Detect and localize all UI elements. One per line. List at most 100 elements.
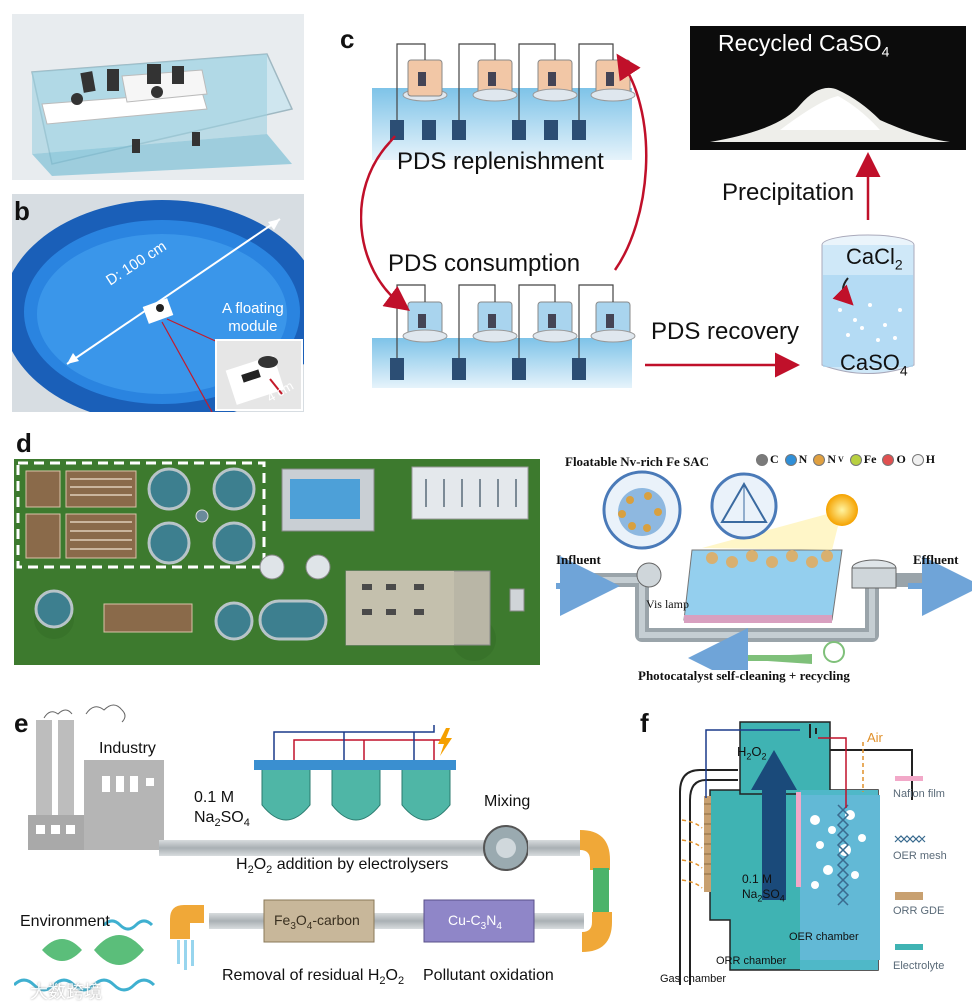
panel-c-diagram bbox=[360, 26, 966, 388]
cu-c3n4-label: Cu-C3N4 bbox=[448, 912, 502, 932]
mixing-label: Mixing bbox=[484, 793, 531, 810]
vis-lamp-label: Vis lamp bbox=[646, 597, 689, 611]
h2o2-f-s1: 2 bbox=[746, 751, 752, 762]
element-symbol: H bbox=[925, 452, 936, 466]
element-legend-item: H bbox=[911, 452, 936, 467]
na2so4-so: SO bbox=[220, 809, 244, 826]
h2o2-add-post: addition by electrolysers bbox=[272, 856, 449, 873]
na2so4-f-s2: 4 bbox=[779, 893, 785, 904]
removal-sub1: 2 bbox=[379, 975, 386, 988]
self-cleaning-label: Photocatalyst self-cleaning + recycling bbox=[638, 668, 850, 683]
na2so4-f-s1: 2 bbox=[757, 893, 763, 904]
element-symbol-sub: V bbox=[838, 455, 844, 464]
legend-nafion: Nafion film bbox=[893, 788, 945, 800]
na2so4-sub2: 4 bbox=[243, 817, 250, 830]
environment-label: Environment bbox=[20, 913, 110, 930]
element-dot-icon bbox=[784, 453, 797, 466]
sac-title: Floatable Nv-rich Fe SAC bbox=[565, 454, 710, 469]
removal-sub2: 2 bbox=[397, 975, 405, 988]
floating-module-label-line2: module bbox=[228, 318, 278, 335]
panel-a-photo bbox=[12, 14, 304, 180]
fe-mid: O bbox=[295, 912, 307, 928]
na2so4-f-so: SO bbox=[762, 887, 780, 901]
cu-mid: N bbox=[486, 912, 497, 928]
h2o2-add-s2: 2 bbox=[266, 864, 273, 877]
effluent-label: Effluent bbox=[913, 552, 959, 567]
cell-1 bbox=[390, 59, 448, 140]
pds-replenishment-label: PDS replenishment bbox=[397, 148, 604, 175]
h2o2-label-f: H2O2 bbox=[737, 744, 767, 762]
cacl2-main: CaCl bbox=[846, 244, 895, 269]
cu-pre: Cu-C bbox=[448, 912, 481, 928]
fe-post: -carbon bbox=[312, 912, 360, 928]
panel-e-diagram bbox=[14, 704, 612, 992]
air-label: Air bbox=[867, 730, 883, 745]
h2o2-addition-label: H2O2 addition by electrolysers bbox=[236, 856, 448, 876]
panel-label-e: e bbox=[14, 708, 29, 738]
element-dot-icon bbox=[882, 453, 895, 466]
industry-label: Industry bbox=[99, 740, 156, 757]
h2o2-add-o: O bbox=[253, 856, 267, 873]
recycled-caso4-label: Recycled CaSO4 bbox=[718, 30, 889, 60]
removal-mid: O bbox=[385, 967, 398, 984]
removal-pre: Removal of residual H bbox=[222, 967, 380, 984]
orr-chamber-label: ORR chamber bbox=[716, 955, 787, 967]
h2o2-f-h: H bbox=[737, 744, 747, 759]
h2o2-add-h: H bbox=[236, 856, 248, 873]
na2so4-formula-f: Na2SO4 bbox=[742, 887, 785, 906]
caso4-beaker-main: CaSO bbox=[840, 350, 900, 375]
h2o2-f-s2: 2 bbox=[761, 751, 767, 762]
recycled-caso4-sub: 4 bbox=[881, 43, 890, 60]
panel-label-d: d bbox=[16, 428, 32, 458]
oer-chamber-label: OER chamber bbox=[789, 931, 859, 943]
element-legend-item: C bbox=[756, 452, 779, 467]
element-legend-item: Fe bbox=[849, 452, 877, 467]
panel-f-diagram bbox=[679, 721, 926, 985]
watermark: 大数跨境 bbox=[30, 982, 102, 1002]
element-dot-icon bbox=[756, 453, 768, 466]
caso4-beaker-sub: 4 bbox=[899, 362, 908, 379]
element-dot-icon bbox=[911, 453, 924, 466]
pds-consumption-label: PDS consumption bbox=[388, 250, 581, 277]
legend-oer-mesh: OER mesh bbox=[893, 850, 947, 862]
element-symbol: C bbox=[770, 452, 779, 466]
na2so4-formula-e: Na2SO4 bbox=[194, 808, 250, 833]
floating-module-label-line1: A floating bbox=[222, 300, 284, 317]
element-dot-icon bbox=[849, 453, 862, 466]
h2o2-add-s1: 2 bbox=[247, 864, 254, 877]
caso4-beaker-label: CaSO4 bbox=[840, 350, 908, 378]
panel-b-photo bbox=[12, 194, 304, 412]
panel-d-reactor bbox=[556, 470, 972, 670]
fe-sub2: 4 bbox=[306, 920, 313, 932]
floating-module-label: A floating module bbox=[222, 300, 284, 336]
gas-chamber-label: Gas chamber bbox=[660, 973, 727, 985]
legend-orr-gde: ORR GDE bbox=[893, 905, 945, 917]
element-symbol: Fe bbox=[863, 452, 877, 466]
na2so4-conc-e: 0.1 M bbox=[194, 789, 235, 806]
cacl2-sub: 2 bbox=[894, 256, 903, 273]
cu-sub2: 4 bbox=[496, 920, 502, 932]
na2so4-f-na: Na bbox=[742, 887, 758, 901]
element-symbol: N bbox=[827, 452, 837, 466]
element-legend-item: O bbox=[882, 452, 906, 467]
element-legend-item: N bbox=[784, 452, 808, 467]
panel-d-plant-map bbox=[14, 459, 540, 665]
cacl2-label: CaCl2 bbox=[846, 244, 903, 272]
removal-label: Removal of residual H2O2 bbox=[222, 967, 404, 987]
cu-sub1: 3 bbox=[480, 920, 487, 932]
fe-pre: Fe bbox=[274, 912, 291, 928]
panel-label-b: b bbox=[14, 196, 30, 226]
element-dot-icon bbox=[813, 453, 826, 466]
pds-recovery-label: PDS recovery bbox=[651, 318, 800, 345]
h2o2-f-o: O bbox=[751, 744, 762, 759]
influent-label: Influent bbox=[556, 552, 601, 567]
pollutant-label: Pollutant oxidation bbox=[423, 967, 554, 984]
element-symbol: N bbox=[798, 452, 808, 466]
precipitation-label: Precipitation bbox=[722, 179, 855, 206]
legend-electrolyte: Electrolyte bbox=[893, 960, 945, 972]
recycled-caso4-main: Recycled CaSO bbox=[718, 30, 882, 56]
na2so4-sub1: 2 bbox=[214, 817, 221, 830]
fe3o4-carbon-label: Fe3O4-carbon bbox=[274, 912, 360, 932]
